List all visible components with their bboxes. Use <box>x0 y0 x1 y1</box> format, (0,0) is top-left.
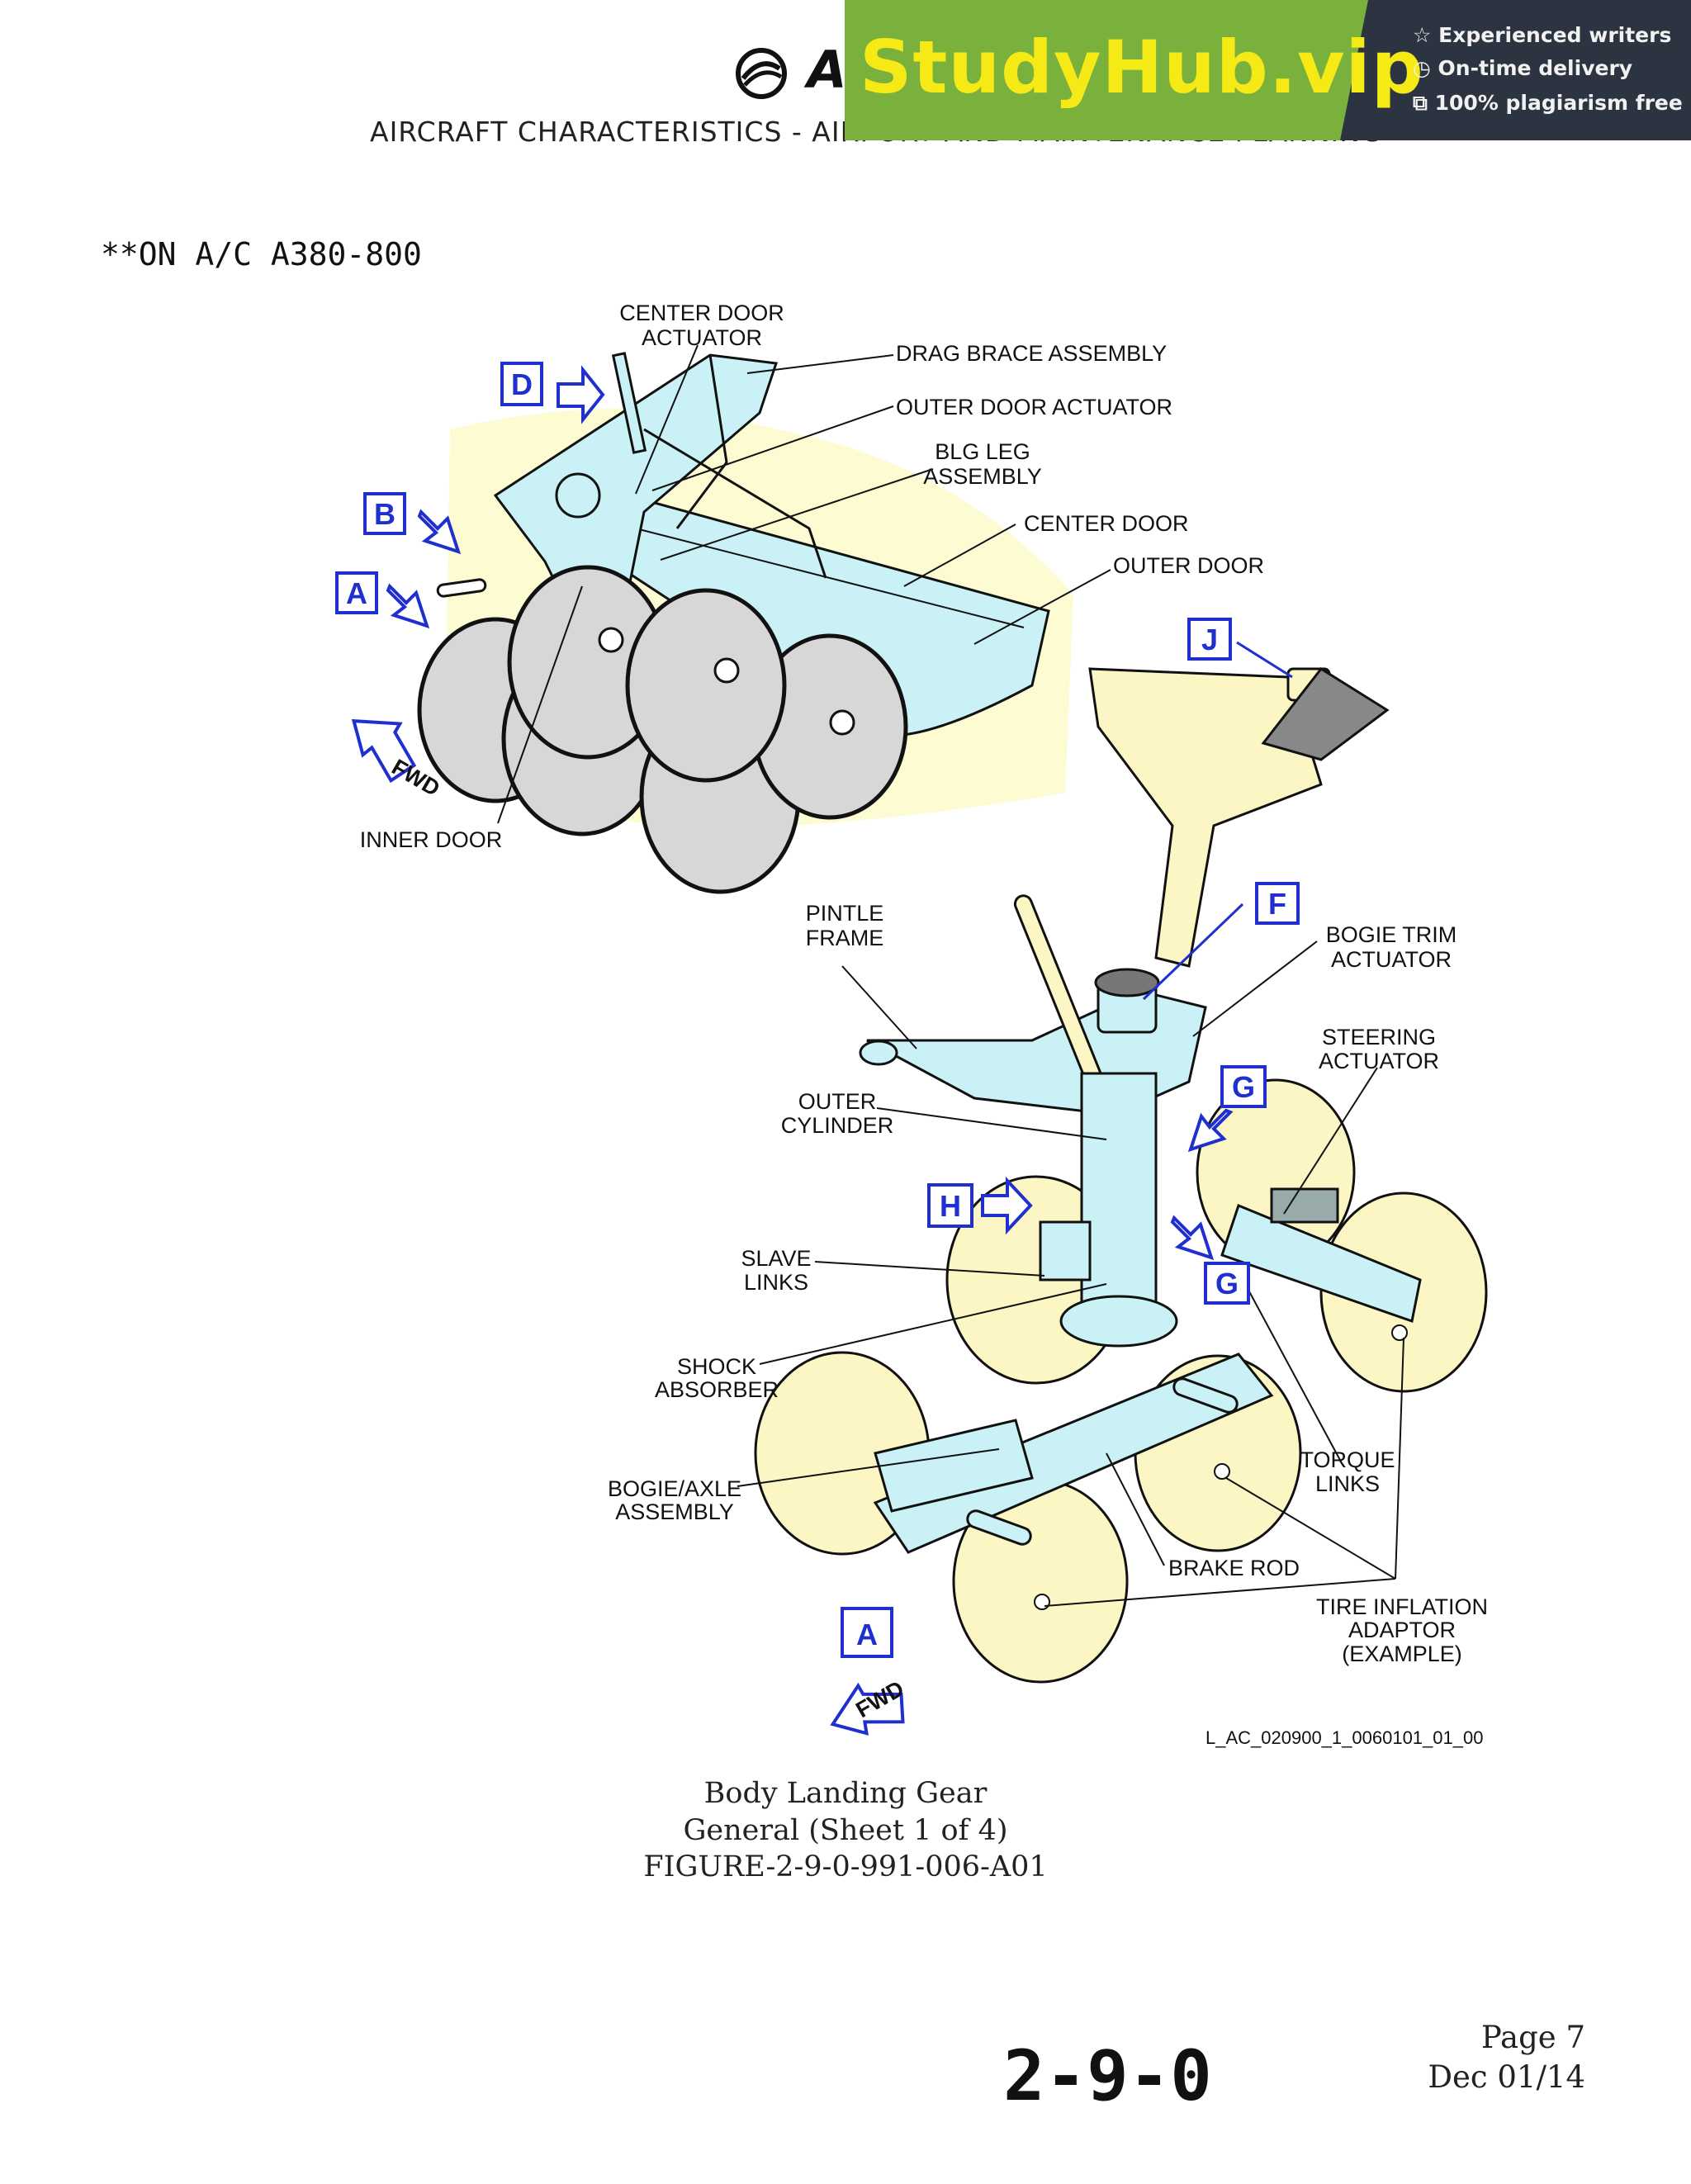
airbus-swirl-icon <box>736 47 787 99</box>
label-tire-inflation-2: ADAPTOR <box>1348 1618 1456 1642</box>
arrow-d-icon <box>557 365 605 424</box>
label-blg-leg-1: BLG LEG <box>935 439 1030 464</box>
fwd-arrow-top-icon <box>351 719 417 784</box>
callout-boxes: D B A J F G H G A <box>335 362 1300 1658</box>
label-slave-links-1: SLAVE <box>741 1246 811 1271</box>
svg-text:G: G <box>1232 1070 1255 1104</box>
label-bogie-trim-1: BOGIE TRIM <box>1326 922 1457 947</box>
label-bogie-trim-2: ACTUATOR <box>1331 947 1452 972</box>
label-drag-brace-assembly: DRAG BRACE ASSEMBLY <box>896 341 1167 366</box>
label-shock-absorber-2: ABSORBER <box>655 1377 779 1402</box>
page-date: Dec 01/14 <box>1428 2059 1585 2095</box>
caption-line-3: FIGURE-2-9-0-991-006-A01 <box>643 1850 1048 1883</box>
label-torque-links-2: LINKS <box>1315 1471 1380 1496</box>
label-shock-absorber-1: SHOCK <box>677 1354 756 1379</box>
banner-feature-plagiarism: ⧉ 100% plagiarism free <box>1413 91 1683 116</box>
label-outer-cylinder-1: OUTER <box>798 1089 877 1114</box>
arrow-h-icon <box>981 1176 1033 1235</box>
svg-text:F: F <box>1268 887 1286 921</box>
star-icon: ☆ <box>1413 23 1432 47</box>
top-assembly <box>417 352 1073 894</box>
banner-dark-panel <box>1340 0 1691 140</box>
clock-icon: ◷ <box>1413 56 1431 80</box>
callout-g-bottom: G <box>1204 1262 1250 1305</box>
callout-a-bottom: A <box>841 1607 893 1658</box>
label-blg-leg-2: ASSEMBLY <box>923 464 1042 489</box>
page-info: Page 7 Dec 01/14 <box>1404 2018 1585 2097</box>
caption-line-2: General (Sheet 1 of 4) <box>683 1814 1008 1847</box>
svg-text:H: H <box>940 1189 961 1223</box>
svg-text:D: D <box>511 367 533 401</box>
arrow-b-icon <box>417 509 462 555</box>
arrow-g-bottom-icon <box>1170 1215 1215 1261</box>
label-bogie-axle-2: ASSEMBLY <box>615 1499 734 1524</box>
label-tire-inflation-3: (EXAMPLE) <box>1342 1642 1462 1666</box>
banner-green-panel <box>845 0 1381 140</box>
svg-text:A: A <box>346 576 367 610</box>
arrow-a-top-icon <box>386 583 430 629</box>
callout-g-top: G <box>1220 1065 1267 1108</box>
label-pintle-frame-2: FRAME <box>806 926 884 950</box>
drawing-reference: L_AC_020900_1_0060101_01_00 <box>1205 1727 1484 1748</box>
top-wheels <box>417 565 908 894</box>
arrow-g-top-icon <box>1187 1108 1234 1153</box>
studyhub-banner[interactable]: StudyHub.vip ☆ Experienced writers ◷ On-… <box>845 0 1691 140</box>
fwd-arrow-bottom-icon <box>830 1682 905 1736</box>
label-steering-1: STEERING <box>1322 1025 1436 1049</box>
label-pintle-frame-1: PINTLE <box>806 901 884 926</box>
label-torque-links-1: TORQUE <box>1300 1447 1395 1472</box>
svg-text:G: G <box>1215 1267 1239 1300</box>
svg-text:A: A <box>856 1618 878 1651</box>
label-center-door-actuator-2: ACTUATOR <box>642 325 762 350</box>
callout-b: B <box>363 492 406 535</box>
copy-icon: ⧉ <box>1413 91 1428 115</box>
label-center-door: CENTER DOOR <box>1024 511 1189 536</box>
label-outer-door: OUTER DOOR <box>1113 553 1264 578</box>
label-tire-inflation-1: TIRE INFLATION <box>1316 1594 1488 1619</box>
leader-lines <box>497 344 1404 1607</box>
banner-feature-writers: ☆ Experienced writers <box>1413 23 1671 47</box>
banner-brand[interactable]: StudyHub.vip <box>860 25 1424 110</box>
feature-label: 100% plagiarism free <box>1434 91 1683 115</box>
callout-a-top: A <box>335 571 378 614</box>
feature-label: On-time delivery <box>1438 56 1633 80</box>
callout-j: J <box>1187 618 1232 661</box>
label-bogie-axle-1: BOGIE/AXLE <box>608 1476 741 1501</box>
section-code: 2-9-0 <box>1003 2035 1212 2116</box>
label-outer-cylinder-2: CYLINDER <box>781 1113 894 1138</box>
label-inner-door: INNER DOOR <box>360 827 503 852</box>
part-labels: CENTER DOOR ACTUATOR DRAG BRACE ASSEMBLY… <box>360 301 1488 1666</box>
label-outer-door-actuator: OUTER DOOR ACTUATOR <box>896 395 1172 419</box>
label-slave-links-2: LINKS <box>744 1270 808 1295</box>
feature-label: Experienced writers <box>1438 23 1672 47</box>
svg-text:B: B <box>374 497 396 531</box>
svg-text:J: J <box>1201 623 1218 656</box>
caption-line-1: Body Landing Gear <box>703 1777 988 1810</box>
applicability-note: **ON A/C A380-800 <box>101 236 422 272</box>
callout-d: D <box>500 362 543 406</box>
callout-h: H <box>927 1183 973 1228</box>
bottom-assembly <box>754 667 1488 1684</box>
callout-arrows <box>351 365 1234 1736</box>
callout-f: F <box>1255 882 1300 925</box>
label-steering-2: ACTUATOR <box>1319 1049 1439 1073</box>
page-number: Page 7 <box>1480 2020 1585 2055</box>
banner-feature-delivery: ◷ On-time delivery <box>1413 56 1632 80</box>
label-center-door-actuator-1: CENTER DOOR <box>619 301 784 325</box>
label-brake-rod: BRAKE ROD <box>1168 1556 1300 1580</box>
